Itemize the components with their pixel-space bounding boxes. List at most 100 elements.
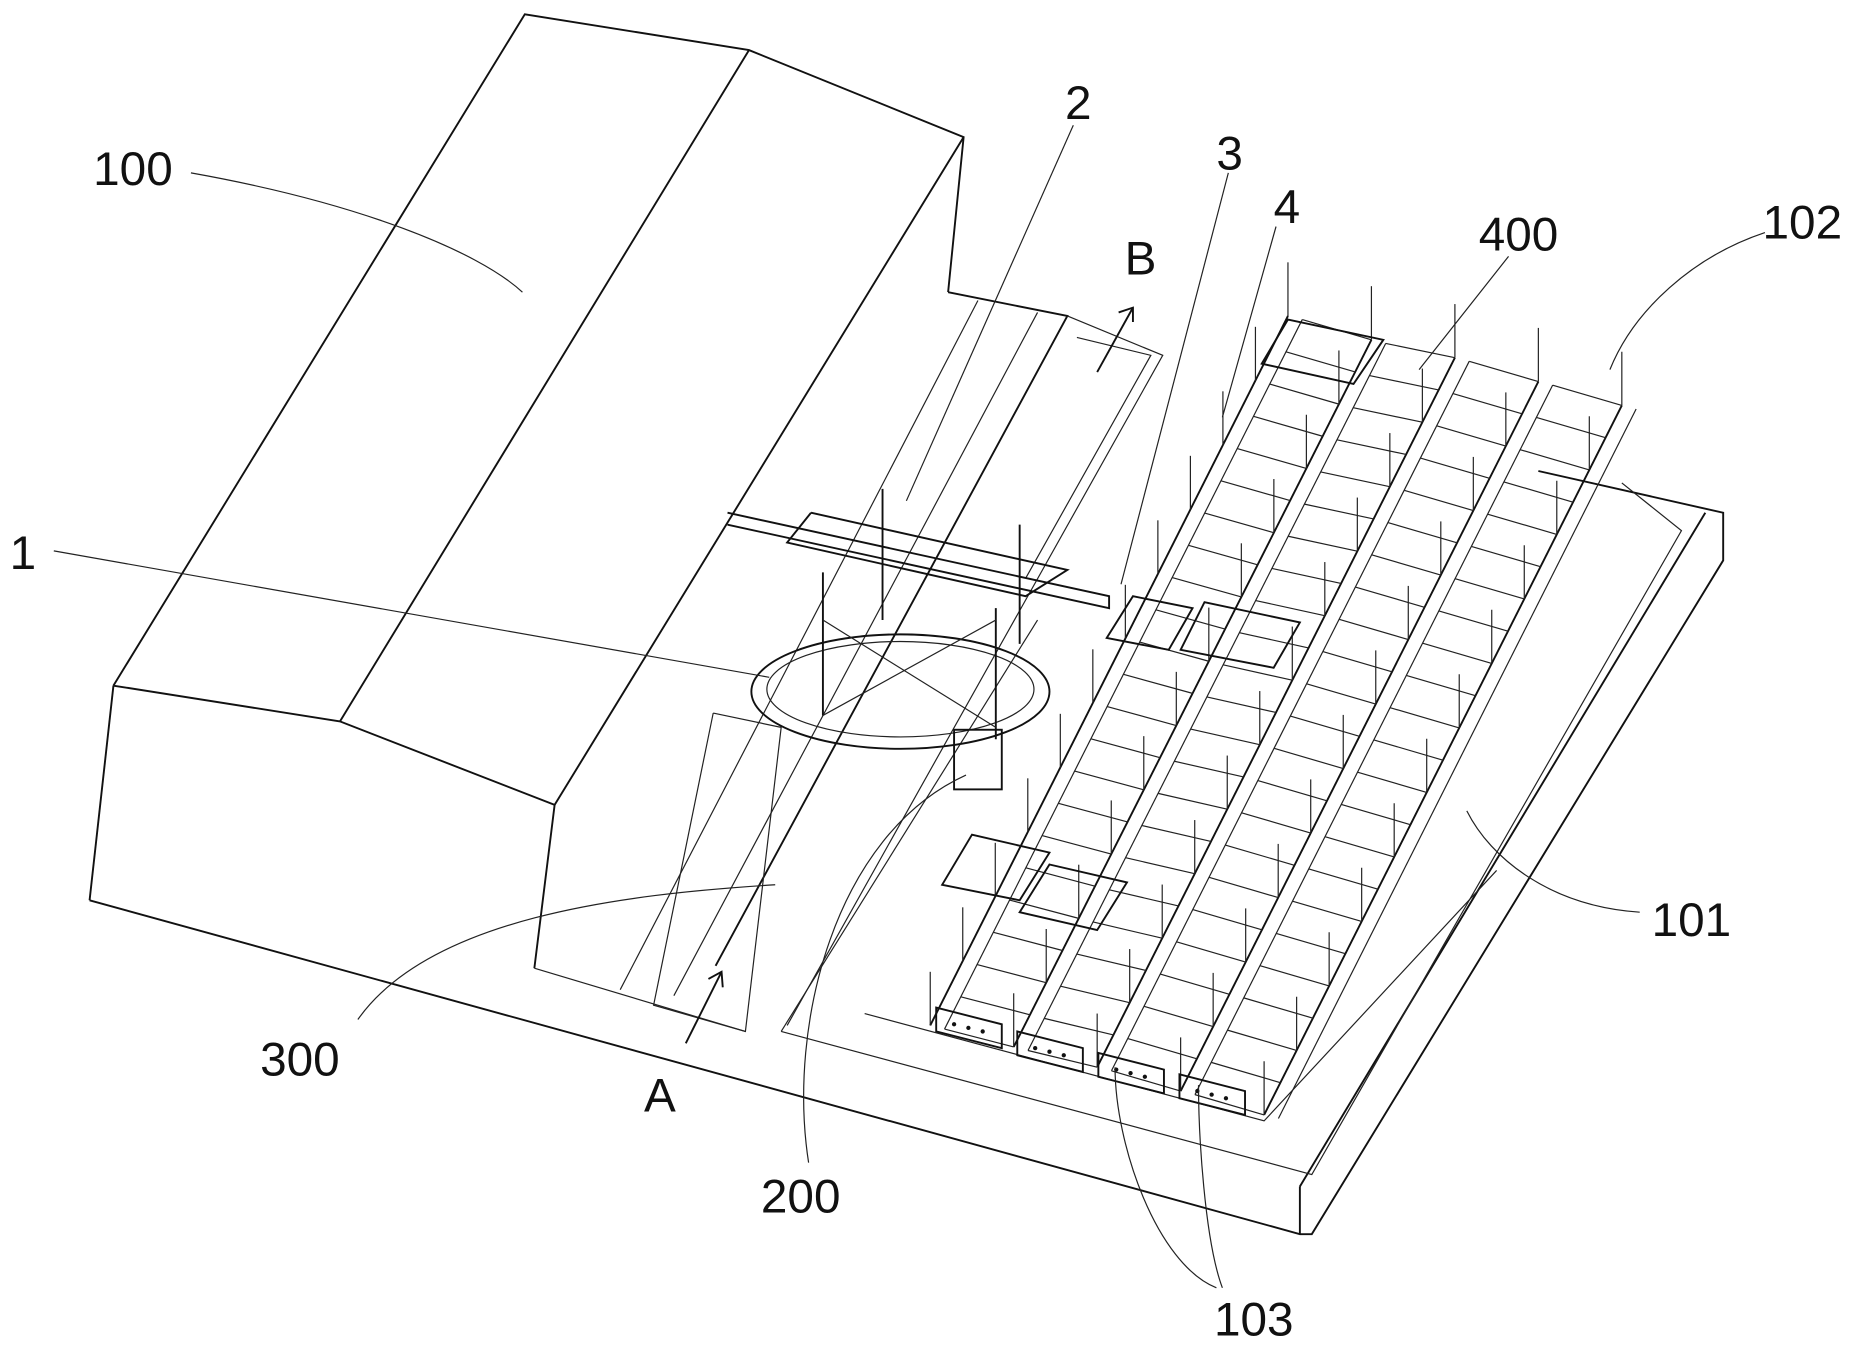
base-dot	[1033, 1046, 1037, 1050]
label-b: B	[1125, 232, 1157, 285]
label-400: 400	[1479, 208, 1559, 261]
rack-rung	[1123, 674, 1192, 693]
rack-rung	[1237, 449, 1306, 469]
rack-rung	[1177, 942, 1246, 962]
rack-rung	[1358, 772, 1427, 792]
rack-rung	[1193, 910, 1262, 930]
rack-rung	[1469, 361, 1538, 381]
label-1: 1	[10, 527, 37, 580]
base-dot	[1209, 1092, 1213, 1096]
rack-rung	[977, 965, 1046, 983]
rack-rung	[1244, 998, 1313, 1018]
rack-rung	[1010, 900, 1079, 918]
rack-rung	[1504, 482, 1573, 502]
label-2: 2	[1065, 77, 1092, 130]
rack-rung	[1207, 697, 1276, 713]
rack-rung	[1142, 826, 1211, 842]
rack-rung	[1488, 514, 1557, 534]
label-3: 3	[1216, 127, 1243, 180]
rack-rung	[1144, 1006, 1213, 1026]
rack-rung	[1290, 716, 1359, 736]
rack-rung	[1093, 922, 1162, 938]
rack-rung	[1437, 426, 1506, 446]
direction-arrows	[686, 308, 1133, 1044]
rack-rung	[1028, 1051, 1097, 1068]
rack-rung	[1353, 408, 1422, 423]
rack-rung	[1307, 684, 1376, 704]
rack-rung	[1075, 771, 1144, 790]
rack-rung	[1256, 601, 1325, 616]
road-300	[534, 292, 1162, 1031]
rack-rung	[1453, 394, 1522, 414]
turntable-1	[728, 489, 1110, 789]
rack-rung	[1058, 803, 1127, 822]
rack-rung	[1253, 416, 1322, 436]
rack-rung	[1158, 793, 1227, 809]
rack-rung	[1520, 450, 1589, 470]
rack-rail	[1278, 409, 1636, 1118]
rack-rung	[1140, 642, 1209, 661]
label-101: 101	[1652, 894, 1732, 947]
rack-rung	[1369, 376, 1438, 390]
rack-rung	[1288, 536, 1357, 551]
rack-rung	[1386, 343, 1455, 357]
rack-rung	[1471, 546, 1540, 566]
rack-rung	[993, 932, 1062, 950]
rack-rung	[1221, 481, 1290, 501]
leader-lines	[54, 125, 1765, 1288]
rack-rung	[1337, 440, 1406, 455]
rack-rung	[1339, 619, 1408, 639]
rack-rung	[1293, 901, 1362, 921]
rack-rung	[1077, 954, 1146, 970]
label-4: 4	[1274, 181, 1301, 234]
rack-rung	[1044, 1018, 1113, 1035]
rack-rung	[1355, 587, 1424, 607]
rack-rung	[1536, 417, 1605, 437]
rack-rung	[961, 997, 1030, 1015]
rack-rung	[1553, 385, 1622, 405]
rack-rung	[1225, 845, 1294, 865]
base-dot	[1062, 1053, 1066, 1057]
rack-rung	[1420, 458, 1489, 478]
rack-rung	[1211, 1062, 1280, 1082]
rack-rung	[1374, 740, 1443, 760]
base-dot	[1224, 1096, 1228, 1100]
rack-rung	[1439, 611, 1508, 631]
base-dot	[966, 1026, 970, 1030]
rack-rung	[1160, 974, 1229, 994]
rack-rung	[1239, 633, 1308, 648]
label-100: 100	[93, 143, 173, 196]
rack-rung	[1172, 578, 1241, 597]
rack-rung	[1423, 643, 1492, 663]
rack-rung	[1404, 490, 1473, 510]
rack-rung	[1406, 675, 1475, 695]
rack-rung	[1272, 568, 1341, 583]
rack-rung	[1227, 1030, 1296, 1050]
rack-rung	[1258, 781, 1327, 801]
rack-rung	[1026, 868, 1095, 886]
base-dot	[1143, 1075, 1147, 1079]
rack-rung	[1260, 966, 1329, 986]
base-dot	[1128, 1071, 1132, 1075]
rack-rail	[930, 316, 1288, 1025]
rack-rung	[1205, 513, 1274, 533]
rack-rung	[1304, 504, 1373, 519]
rack-rung	[1274, 748, 1343, 768]
rack-system-400	[930, 262, 1636, 1118]
rack-rung	[1061, 986, 1130, 1002]
rack-rung	[1126, 858, 1195, 874]
label-300: 300	[260, 1034, 340, 1087]
rack-rung	[1128, 1039, 1197, 1059]
base-dot	[981, 1029, 985, 1033]
label-102: 102	[1763, 196, 1843, 249]
rack-rung	[1321, 472, 1390, 487]
carts	[942, 320, 1383, 931]
rack-rung	[1309, 869, 1378, 889]
rack-rung	[1388, 523, 1457, 543]
label-200: 200	[761, 1171, 841, 1224]
base-dot	[1047, 1050, 1051, 1054]
rack-rung	[1209, 877, 1278, 897]
rack-rail	[1264, 405, 1622, 1114]
rack-rung	[1372, 555, 1441, 575]
